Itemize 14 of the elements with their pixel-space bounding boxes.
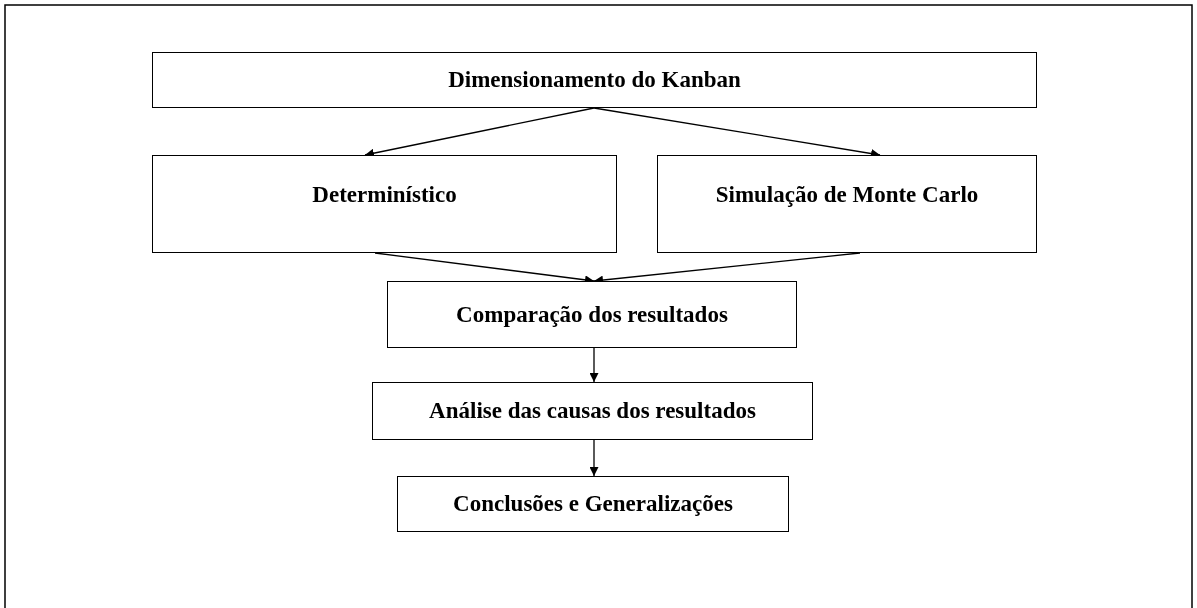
box-label: Comparação dos resultados [456,301,728,328]
process-box [152,52,1037,108]
process-box [372,382,813,440]
arrow [589,347,599,383]
arrow [589,439,599,477]
box-label: Dimensionamento do Kanban [448,67,741,93]
process-box [397,476,789,532]
box-label: Simulação de Monte Carlo [715,182,979,208]
box-label: Conclusões e Generalizações [453,491,733,517]
box-label: Determinístico [312,182,457,208]
process-box [387,281,797,348]
process-box [152,155,617,253]
process-box [657,155,1037,253]
box-label: Análise das causas dos resultados [429,398,756,424]
